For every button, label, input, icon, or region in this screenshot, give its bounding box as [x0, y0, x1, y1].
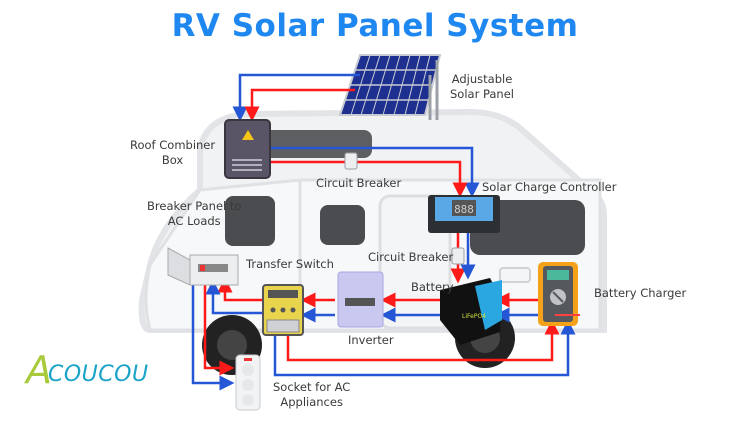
transfer-switch [262, 284, 304, 336]
label-socket-line2: Appliances [280, 395, 343, 409]
battery: LiFePO4 [440, 278, 502, 345]
label-breaker-panel-line1: Breaker Panel to [147, 199, 242, 213]
solar-charge-controller: 888 [428, 195, 500, 233]
label-combiner-box: Roof Combiner Box [130, 138, 215, 168]
combiner-box [224, 119, 271, 179]
battery-charger [538, 262, 580, 326]
page-title: RV Solar Panel System [171, 8, 579, 44]
inverter [337, 271, 384, 328]
label-socket: Socket for AC Appliances [273, 380, 350, 410]
label-breaker-panel-line2: AC Loads [167, 214, 221, 228]
wire-combiner-neg [270, 146, 480, 198]
label-battery: Battery [411, 280, 454, 294]
label-circuit-breaker-top: Circuit Breaker [316, 176, 402, 190]
wire-ts-charger-neg [273, 319, 576, 377]
battery-brand: LiFePO4 [462, 313, 486, 320]
breaker-panel [167, 247, 239, 286]
rv-roof-vent [262, 130, 372, 158]
rv-body [138, 108, 607, 375]
wire-transfer-neg [205, 279, 265, 315]
wire-socket-pos [203, 285, 235, 376]
label-solar-panel-line2: Solar Panel [450, 87, 514, 101]
wire-combiner-pos [270, 160, 468, 198]
label-charge-controller: Solar Charge Controller [482, 180, 617, 194]
solar-panel [338, 54, 442, 120]
label-solar-panel-line1: Adjustable [451, 72, 513, 86]
label-transfer-switch: Transfer Switch [246, 257, 334, 271]
label-breaker-panel: Breaker Panel to AC Loads [147, 199, 241, 229]
label-inverter: Inverter [348, 333, 394, 347]
wire-transfer-pos [217, 277, 265, 302]
wire-socket-neg [191, 285, 235, 391]
label-circuit-breaker-mid: Circuit Breaker [368, 250, 454, 264]
label-battery-charger: Battery Charger [594, 286, 687, 300]
socket [235, 354, 261, 411]
side-window [320, 205, 365, 245]
svg-text:888: 888 [454, 203, 474, 216]
logo-text: COUCOU [48, 362, 149, 387]
logo-initial: A [26, 348, 52, 392]
label-combiner-line2: Box [161, 153, 184, 167]
label-combiner-line1: Roof Combiner [130, 138, 216, 152]
wiring [191, 73, 576, 391]
circuit-breaker-mid [451, 247, 465, 265]
wire-panel-neg [232, 73, 360, 122]
wire-ts-charger-pos [286, 319, 560, 362]
label-solar-panel: Adjustable Solar Panel [450, 72, 514, 102]
cab-window [225, 196, 275, 246]
wire-panel-pos [244, 88, 355, 122]
label-socket-line1: Socket for AC [273, 380, 351, 394]
circuit-breaker-top [344, 152, 358, 170]
